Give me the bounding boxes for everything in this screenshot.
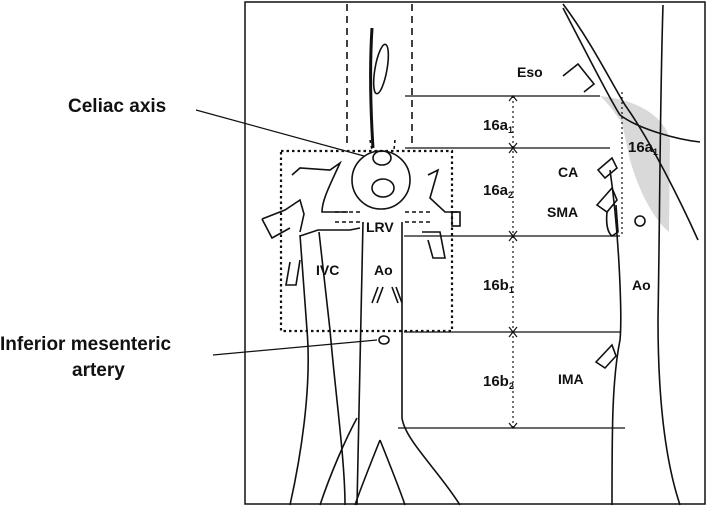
celiac-leader-line <box>195 109 365 157</box>
frontal-view <box>261 4 461 506</box>
celiac-axis-label: Celiac axis <box>68 96 166 117</box>
segment-16b1-label: 16b1 <box>483 277 514 295</box>
segment-ruler <box>508 95 518 429</box>
left-iliac-outer <box>319 417 358 506</box>
ima-label-line2: artery <box>72 360 125 381</box>
celiac-dash-left <box>369 139 373 151</box>
aorta-right-wall <box>401 222 461 506</box>
ruler-arrow-7 <box>508 331 518 338</box>
ruler-arrow-1 <box>508 95 518 102</box>
lumbar-artery-left-b <box>376 286 384 304</box>
shaded-16a1-label: 16a1 <box>628 139 658 157</box>
esophagus-label: Eso <box>517 64 543 80</box>
sma-trunk <box>605 204 619 237</box>
para-aortic-dotted-box <box>279 149 454 333</box>
segment-16a2-label: 16a2 <box>483 182 513 200</box>
renal-vein-lower <box>299 227 361 237</box>
ruler-arrow-5 <box>508 235 518 242</box>
diaphragm-crus <box>562 3 699 241</box>
ao-lateral-label: Ao <box>632 277 651 293</box>
renal-clip <box>451 211 461 227</box>
sma-branch <box>595 186 618 214</box>
shaded-16a1-region <box>600 96 670 232</box>
renal-vein-upper-left <box>291 160 348 213</box>
aorta-label: Ao <box>374 262 393 278</box>
left-iliac-inner <box>379 439 406 506</box>
ima-lateral-label: IMA <box>558 371 584 387</box>
right-iliac-inner <box>354 439 381 506</box>
lumbar-artery-left <box>371 286 379 304</box>
aorta-lateral-back <box>657 4 681 506</box>
ima-leader-line <box>212 339 378 356</box>
segment-16a1-label: 16a1 <box>483 117 513 135</box>
ca-label: CA <box>558 164 578 180</box>
lumbar-artery-right-b <box>395 286 403 304</box>
esophagus-wall <box>369 27 375 149</box>
ima-origin <box>378 335 390 345</box>
ivc-right-wall <box>318 231 346 506</box>
sma-label: SMA <box>547 204 578 220</box>
renal-vein-left-branch <box>261 198 305 233</box>
celiac-hole-lower <box>371 178 395 198</box>
ruler-arrow-3 <box>508 147 518 154</box>
esophagus-lumen <box>372 43 390 95</box>
level-lines <box>398 95 625 429</box>
ima-label-line1: Inferior mesenteric <box>0 334 171 355</box>
lumbar-artery-right <box>391 286 399 304</box>
ruler-arrow-8 <box>508 422 518 429</box>
left-renal-upper-branch <box>427 168 458 213</box>
lrv-label: LRV <box>366 219 394 235</box>
esophagus-stub <box>562 62 596 93</box>
aorta-left-wall <box>356 221 364 506</box>
segment-16b2-label: 16b2 <box>483 373 514 391</box>
ivc-left-wall <box>289 234 309 506</box>
ima-branch <box>594 343 617 370</box>
ivc-label: IVC <box>316 262 339 278</box>
figure-frame <box>244 1 706 505</box>
left-renal-lower-branch <box>422 231 446 259</box>
renal-artery-section <box>634 215 646 227</box>
celiac-dash-right <box>393 139 396 151</box>
aorta-lateral-front <box>609 169 622 506</box>
lateral-view <box>562 3 701 506</box>
renal-vein-left-tip <box>261 218 291 240</box>
celiac-circle <box>351 150 411 210</box>
ca-branch <box>596 156 618 180</box>
diaphragm-lower <box>562 7 701 143</box>
ivc-stub <box>285 259 301 286</box>
